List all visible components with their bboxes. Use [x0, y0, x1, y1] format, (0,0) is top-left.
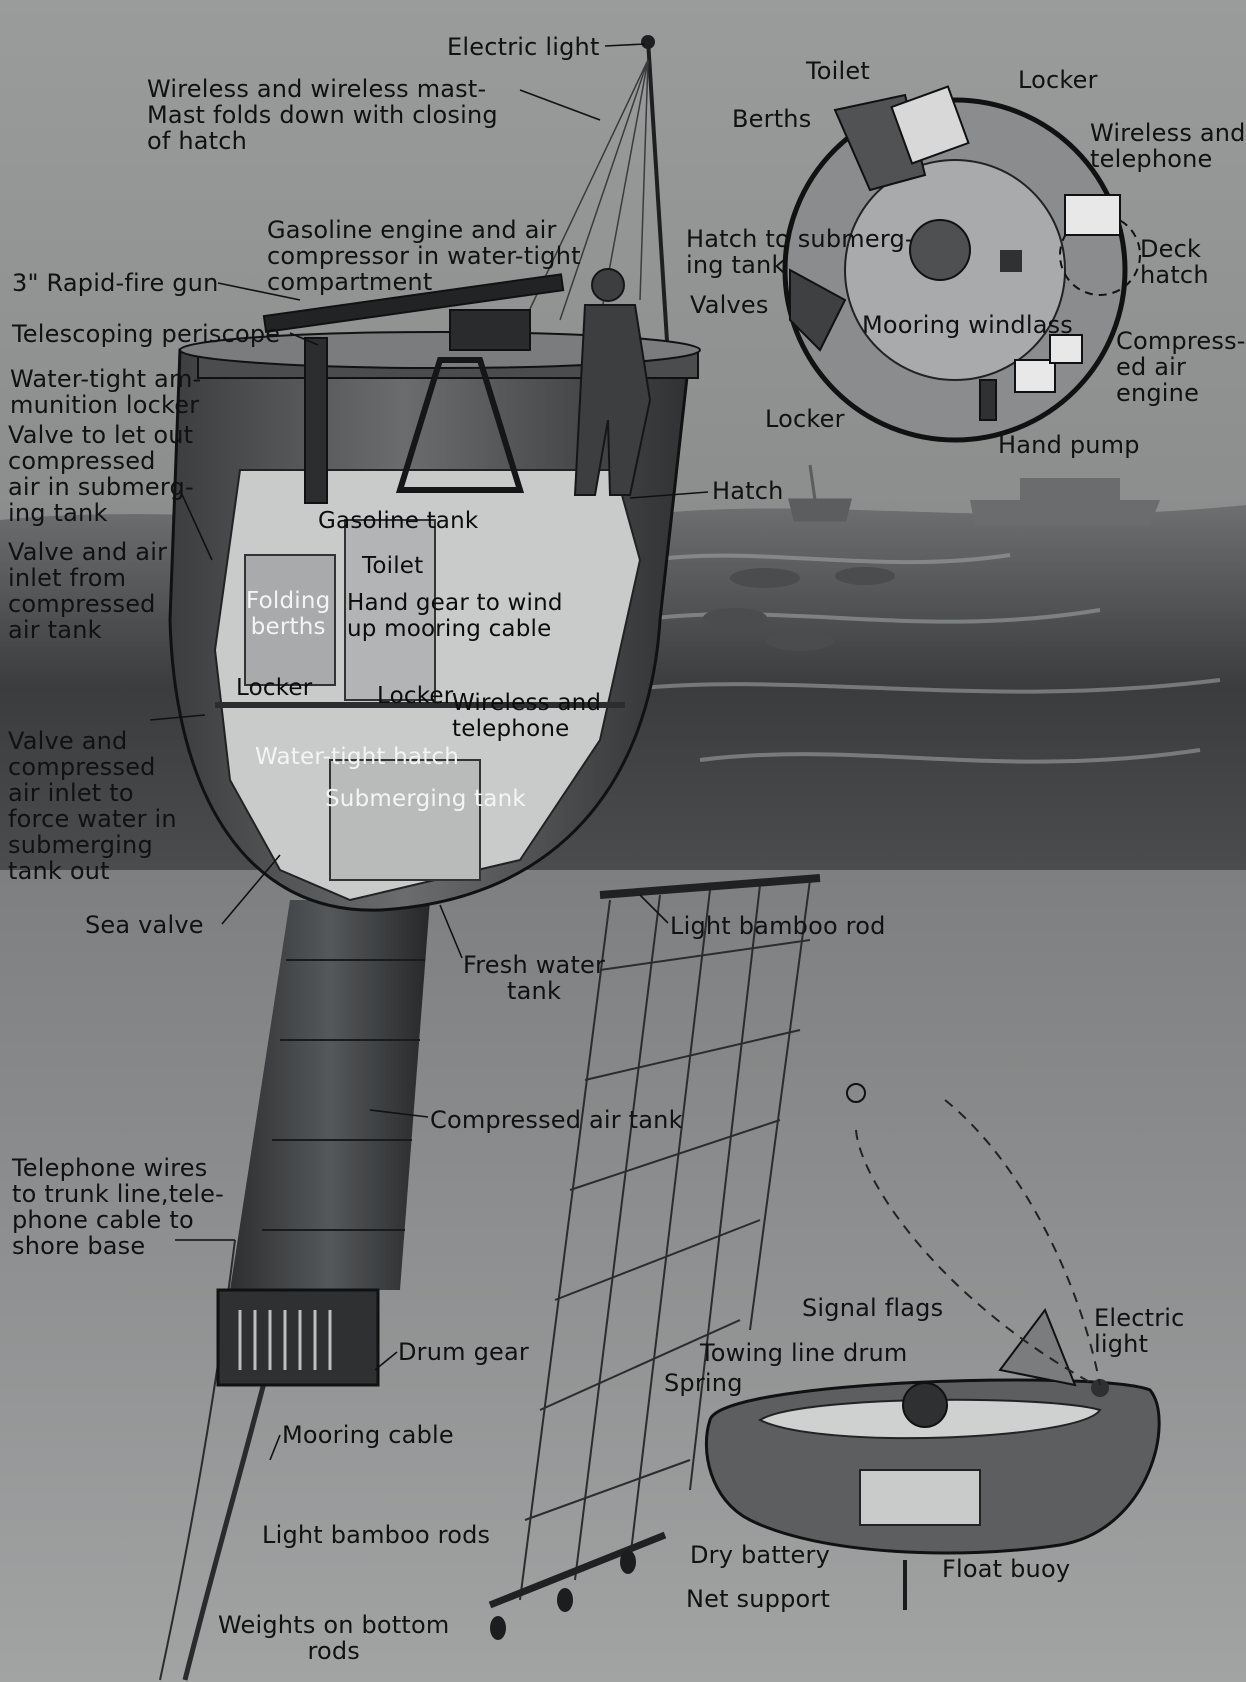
toilet-box [344, 519, 436, 701]
label-plan-locker-bottom: Locker [765, 405, 845, 433]
net-weights [490, 1550, 636, 1640]
label-rapid-fire-gun: 3" Rapid-fire gun [12, 269, 219, 297]
wave-streaks [619, 553, 1221, 764]
label-telephone-wires: Telephone wires to trunk line,tele- phon… [12, 1154, 224, 1260]
sailor-figure [573, 268, 652, 496]
drum-gear [216, 1288, 380, 1387]
label-plan-mooring-windlass: Mooring windlass [862, 311, 1074, 339]
label-plan-wireless-telephone: Wireless and telephone [1090, 119, 1246, 173]
label-gasoline-engine: Gasoline engine and air compressor in wa… [267, 216, 581, 296]
label-plan-locker-top: Locker [1018, 66, 1098, 94]
gun-barrel [262, 273, 565, 334]
label-light-bamboo-rods: Light bamboo rods [262, 1521, 491, 1549]
label-light-bamboo-rod: Light bamboo rod [670, 912, 886, 940]
label-toilet-interior: Toilet [362, 553, 424, 579]
surface-float [766, 629, 834, 651]
label-float-electric-light: Electric light [1094, 1304, 1185, 1358]
label-valve-force-water: Valve and compressed air inlet to force … [8, 727, 177, 885]
label-locker-right: Locker [377, 683, 454, 709]
label-dry-battery: Dry battery [690, 1541, 830, 1569]
label-plan-hatch-to-tank: Hatch to submerg- ing tank [686, 225, 914, 279]
label-plan-hand-pump: Hand pump [998, 431, 1140, 459]
label-folding-berths: Folding berths [246, 588, 331, 640]
label-submerging-tank: Submerging tank [325, 786, 526, 812]
bamboo-rod-top [599, 874, 821, 899]
submerging-tank-box [329, 759, 481, 881]
label-plan-toilet: Toilet [806, 57, 870, 85]
label-spring: Spring [664, 1369, 743, 1397]
label-valve-air-inlet: Valve and air inlet from compressed air … [8, 538, 168, 644]
label-towing-line-drum: Towing line drum [700, 1339, 908, 1367]
anti-submarine-net [519, 879, 811, 1601]
label-watertight-hatch: Water-tight hatch [255, 744, 460, 770]
label-electric-light-top: Electric light [447, 33, 600, 61]
periscope [304, 337, 328, 504]
label-fresh-water-tank: Fresh water tank [463, 951, 606, 1005]
label-wireless-telephone-interior: Wireless and telephone [452, 690, 602, 742]
label-mooring-cable: Mooring cable [282, 1421, 454, 1449]
distant-ship [970, 478, 1160, 525]
surface-float [730, 568, 800, 588]
label-ammunition-locker: Water-tight am- munition locker [10, 365, 202, 419]
label-hatch: Hatch [712, 477, 784, 505]
bamboo-rod-bottom [488, 1531, 667, 1609]
gun-mount [395, 357, 525, 493]
label-plan-deck-hatch: Deck hatch [1140, 235, 1209, 289]
label-plan-compressed-air-engine: Compress- ed air engine [1116, 327, 1246, 407]
label-hand-gear: Hand gear to wind up mooring cable [347, 590, 563, 642]
label-plan-valves: Valves [690, 291, 769, 319]
label-periscope: Telescoping periscope [12, 320, 281, 348]
label-gasoline-tank: Gasoline tank [318, 508, 479, 534]
label-float-buoy: Float buoy [942, 1555, 1071, 1583]
compressed-air-tube [230, 900, 430, 1290]
label-wireless-mast: Wireless and wireless mast- Mast folds d… [147, 75, 498, 155]
label-valve-let-out: Valve to let out compressed air in subme… [8, 421, 194, 527]
plan-view [782, 85, 1141, 443]
label-drum-gear: Drum gear [398, 1338, 529, 1366]
distant-boat [788, 464, 852, 522]
label-signal-flags: Signal flags [802, 1294, 944, 1322]
label-sea-valve: Sea valve [85, 911, 204, 939]
label-plan-berths: Berths [732, 105, 812, 133]
gun-breech [449, 309, 531, 351]
berths-box [244, 554, 336, 686]
leader-lines [149, 43, 709, 1461]
surface-float [835, 567, 895, 585]
label-compressed-air-tank: Compressed air tank [430, 1106, 683, 1134]
surface-float [703, 608, 767, 628]
float-buoy-drawing [704, 1083, 1161, 1610]
mast-light [641, 35, 655, 49]
label-weights: Weights on bottom rods [218, 1611, 450, 1665]
label-net-support: Net support [686, 1585, 831, 1613]
label-locker-left: Locker [236, 675, 313, 701]
